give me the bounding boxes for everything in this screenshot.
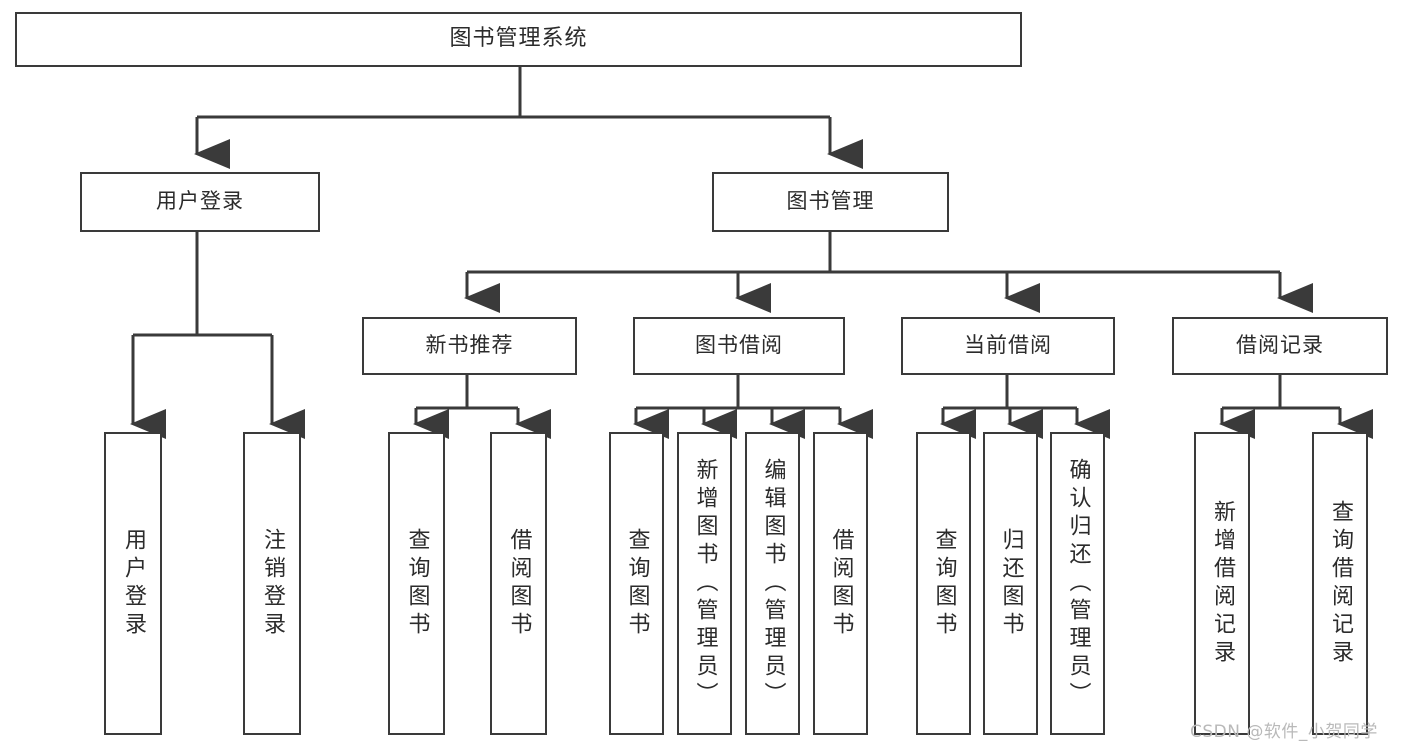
node-book-borrow-label: 图书借阅	[695, 333, 783, 358]
node-leaf-confirm-return[interactable]: 确认归还（管理员）	[1050, 432, 1105, 735]
node-leaf-query-book-1-label: 查询图书	[404, 527, 430, 640]
node-leaf-borrow-book-1-label: 借阅图书	[506, 527, 532, 640]
node-leaf-query-record[interactable]: 查询借阅记录	[1312, 432, 1368, 735]
node-leaf-add-record-label: 新增借阅记录	[1210, 499, 1235, 668]
node-leaf-return-book-label: 归还图书	[998, 527, 1024, 640]
node-leaf-query-book-3-label: 查询图书	[931, 527, 957, 640]
node-leaf-borrow-book-2-label: 借阅图书	[828, 527, 854, 640]
node-leaf-query-book-2-label: 查询图书	[624, 527, 650, 640]
node-leaf-return-book[interactable]: 归还图书	[983, 432, 1038, 735]
node-root-label: 图书管理系统	[449, 26, 588, 52]
node-leaf-add-book-label: 新增图书（管理员）	[692, 457, 718, 710]
node-leaf-borrow-book-2[interactable]: 借阅图书	[813, 432, 868, 735]
node-book-manage[interactable]: 图书管理	[712, 172, 949, 232]
node-book-manage-label: 图书管理	[786, 189, 875, 214]
node-new-book-rec-label: 新书推荐	[425, 333, 514, 358]
node-user-login-label: 用户登录	[156, 189, 244, 214]
node-new-book-rec[interactable]: 新书推荐	[362, 317, 577, 375]
node-leaf-edit-book-label: 编辑图书（管理员）	[760, 457, 786, 710]
node-borrow-record[interactable]: 借阅记录	[1172, 317, 1388, 375]
node-leaf-query-book-3[interactable]: 查询图书	[916, 432, 971, 735]
node-leaf-borrow-book-1[interactable]: 借阅图书	[490, 432, 547, 735]
node-leaf-add-record[interactable]: 新增借阅记录	[1194, 432, 1250, 735]
node-leaf-confirm-return-label: 确认归还（管理员）	[1065, 457, 1091, 710]
node-leaf-query-record-label: 查询借阅记录	[1328, 499, 1353, 668]
node-leaf-user-login-label: 用户登录	[121, 527, 146, 640]
node-leaf-edit-book[interactable]: 编辑图书（管理员）	[745, 432, 800, 735]
node-book-borrow[interactable]: 图书借阅	[633, 317, 845, 375]
node-leaf-query-book-1[interactable]: 查询图书	[388, 432, 445, 735]
node-current-borrow[interactable]: 当前借阅	[901, 317, 1115, 375]
watermark: CSDN @软件_小贺同学	[1190, 722, 1378, 742]
node-current-borrow-label: 当前借阅	[964, 333, 1052, 358]
node-leaf-logout-label: 注销登录	[260, 527, 285, 640]
node-leaf-logout[interactable]: 注销登录	[243, 432, 301, 735]
node-borrow-record-label: 借阅记录	[1236, 333, 1324, 358]
node-leaf-user-login[interactable]: 用户登录	[104, 432, 162, 735]
node-root[interactable]: 图书管理系统	[15, 12, 1022, 67]
node-leaf-add-book[interactable]: 新增图书（管理员）	[677, 432, 732, 735]
node-user-login[interactable]: 用户登录	[80, 172, 320, 232]
node-leaf-query-book-2[interactable]: 查询图书	[609, 432, 664, 735]
